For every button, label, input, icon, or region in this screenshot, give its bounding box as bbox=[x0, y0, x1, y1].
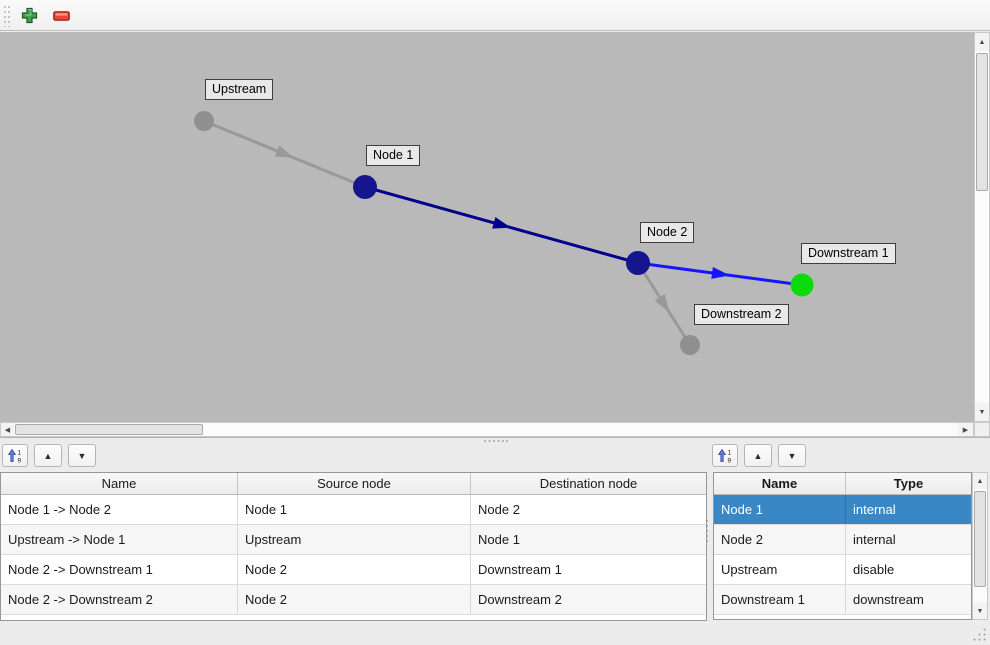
scroll-up-icon[interactable]: ▲ bbox=[975, 33, 989, 51]
graph-canvas-panel: Upstream Node 1 Node 2 Downstream 1 Down… bbox=[0, 32, 990, 437]
canvas-vertical-scrollbar[interactable]: ▲ ▼ bbox=[974, 32, 990, 422]
column-header-source-node[interactable]: Source node bbox=[238, 473, 471, 494]
svg-text:1: 1 bbox=[728, 449, 732, 456]
splitter-grip-icon bbox=[484, 440, 508, 442]
table-row[interactable]: Node 2 internal bbox=[714, 525, 971, 555]
scroll-right-icon[interactable]: ▶ bbox=[958, 423, 973, 436]
add-node-button[interactable] bbox=[16, 3, 42, 28]
connections-table: Name Source node Destination node Node 1… bbox=[0, 472, 707, 621]
table-row[interactable]: Node 2 -> Downstream 2 Node 2 Downstream… bbox=[1, 585, 706, 615]
nodes-table-header: Name Type bbox=[714, 473, 971, 495]
connections-table-header: Name Source node Destination node bbox=[1, 473, 706, 495]
arrow-node1-node2-icon bbox=[492, 217, 512, 229]
scroll-down-icon[interactable]: ▼ bbox=[973, 603, 987, 619]
table-row[interactable]: Node 2 -> Downstream 1 Node 2 Downstream… bbox=[1, 555, 706, 585]
graph-canvas[interactable]: Upstream Node 1 Node 2 Downstream 1 Down… bbox=[0, 32, 974, 422]
connections-move-up-button[interactable]: ▲ bbox=[34, 444, 62, 467]
table-row[interactable]: Upstream disable bbox=[714, 555, 971, 585]
nodes-sort-button[interactable]: 1 9 bbox=[712, 444, 738, 467]
vertical-splitter-grip-icon[interactable] bbox=[705, 519, 709, 545]
toolbar-drag-handle-icon[interactable] bbox=[3, 5, 11, 27]
column-header-destination-node[interactable]: Destination node bbox=[539, 476, 638, 491]
horizontal-splitter[interactable] bbox=[0, 437, 990, 443]
nodes-table: Name Type Node 1 internal Node 2 interna… bbox=[713, 472, 972, 620]
node-label-node1[interactable]: Node 1 bbox=[366, 145, 421, 166]
minus-icon bbox=[52, 10, 70, 21]
scroll-left-icon[interactable]: ◀ bbox=[1, 423, 14, 436]
svg-text:9: 9 bbox=[728, 457, 732, 464]
column-header-name[interactable]: Name bbox=[714, 473, 846, 494]
table-row[interactable]: Downstream 1 downstream bbox=[714, 585, 971, 615]
connections-sort-button[interactable]: 1 9 bbox=[2, 444, 28, 467]
node-label-upstream[interactable]: Upstream bbox=[205, 79, 274, 100]
table-row[interactable]: Node 1 -> Node 2 Node 1 Node 2 bbox=[1, 495, 706, 525]
table-scroll-thumb[interactable] bbox=[974, 491, 986, 587]
table-row-selected[interactable]: Node 1 internal bbox=[714, 495, 971, 525]
svg-text:9: 9 bbox=[18, 457, 22, 464]
node-downstream2[interactable] bbox=[680, 335, 700, 355]
horizontal-scroll-thumb[interactable] bbox=[15, 424, 203, 435]
vertical-scroll-thumb[interactable] bbox=[976, 53, 988, 191]
node-label-node2[interactable]: Node 2 bbox=[640, 222, 695, 243]
main-toolbar bbox=[0, 0, 990, 31]
node-label-downstream1[interactable]: Downstream 1 bbox=[801, 243, 896, 264]
node-upstream[interactable] bbox=[194, 111, 214, 131]
column-header-name[interactable]: Name bbox=[1, 473, 238, 494]
remove-node-button[interactable] bbox=[48, 3, 74, 28]
arrow-upstream-node1-icon bbox=[274, 145, 294, 158]
scroll-down-icon[interactable]: ▼ bbox=[975, 403, 989, 421]
window-resize-grip-icon[interactable] bbox=[972, 626, 988, 642]
scrollbar-corner bbox=[974, 422, 990, 437]
node-node1[interactable] bbox=[353, 175, 377, 199]
table-row[interactable]: Upstream -> Node 1 Upstream Node 1 bbox=[1, 525, 706, 555]
column-header-type[interactable]: Type bbox=[893, 476, 924, 491]
svg-text:1: 1 bbox=[18, 449, 22, 456]
nodes-table-scrollbar[interactable]: ▲ ▼ bbox=[972, 472, 988, 620]
sort-ascending-icon: 1 9 bbox=[7, 448, 22, 464]
node-downstream1[interactable] bbox=[790, 273, 814, 297]
canvas-horizontal-scrollbar[interactable]: ◀ ▶ bbox=[0, 422, 974, 437]
nodes-move-down-button[interactable]: ▼ bbox=[778, 444, 806, 467]
node-node2[interactable] bbox=[626, 251, 650, 275]
node-label-downstream2[interactable]: Downstream 2 bbox=[694, 304, 789, 325]
scroll-up-icon[interactable]: ▲ bbox=[973, 473, 987, 489]
arrow-node2-downstream1-icon bbox=[711, 266, 730, 279]
connections-move-down-button[interactable]: ▼ bbox=[68, 444, 96, 467]
nodes-move-up-button[interactable]: ▲ bbox=[744, 444, 772, 467]
plus-icon bbox=[21, 7, 37, 24]
sort-ascending-icon: 1 9 bbox=[717, 448, 732, 464]
arrow-node2-downstream2-icon bbox=[654, 294, 670, 313]
